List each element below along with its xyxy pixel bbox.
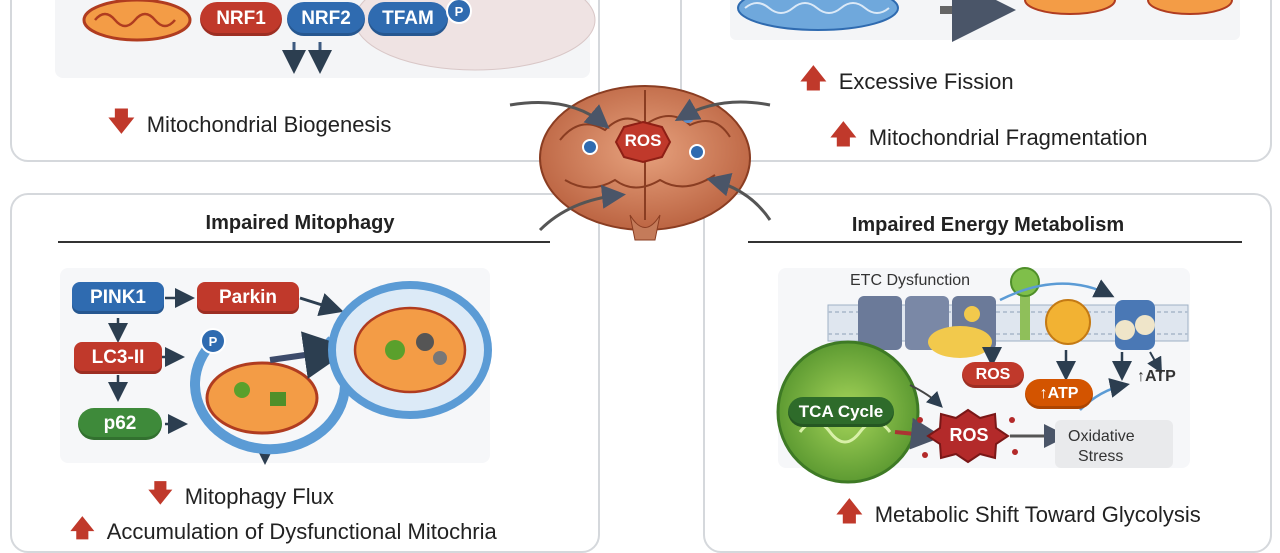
mitophagy-flux-text: Mitophagy Flux <box>184 483 334 509</box>
stress-box <box>1055 420 1173 468</box>
p62-badge: p62 <box>78 408 162 440</box>
atp-badge: ↑ATP <box>1025 379 1093 409</box>
tfam-badge: TFAM <box>368 2 448 36</box>
fragmentation-outcome: 🡅 Mitochondrial Fragmentation <box>830 116 1148 160</box>
biogenesis-outcome: 🡇 Mitochondrial Biogenesis <box>108 103 391 147</box>
energy-divider <box>748 241 1242 243</box>
brain-ros-label: ROS <box>624 131 662 150</box>
down-arrow-icon: 🡇 <box>148 480 173 507</box>
lc3-badge: LC3-II <box>74 342 162 374</box>
down-arrow-icon: 🡇 <box>108 106 135 136</box>
phospho-tag-mitophagy: P <box>200 328 226 354</box>
phospho-tag-top: P <box>446 0 472 24</box>
parkin-badge: Parkin <box>197 282 299 314</box>
brain-illustration <box>539 85 751 241</box>
damaged-mitochondrion <box>205 361 319 435</box>
mitophagy-title: Impaired Mitophagy <box>205 212 395 234</box>
brain-arrow-4 <box>706 172 772 221</box>
up-arrow-icon: 🡅 <box>800 63 827 93</box>
oxidative-label: Oxidative <box>1068 428 1135 445</box>
up-arrow-icon: 🡅 <box>836 496 863 526</box>
glycolysis-text: Metabolic Shift Toward Glycolysis <box>874 502 1201 527</box>
stress-label: Stress <box>1078 448 1124 465</box>
brain-arrow-3 <box>538 184 626 232</box>
up-arrow-icon: 🡅 <box>830 119 857 149</box>
accumulation-text: Accumulation of Dysfunctional Mitochria <box>106 518 497 544</box>
brain-arrow-1 <box>509 101 610 129</box>
ros-small-badge: ROS <box>962 362 1024 388</box>
fragmented-mito-2 <box>1147 0 1233 15</box>
energy-title: Impaired Energy Metabolism <box>851 214 1125 236</box>
atp-label: ↑ATP <box>1137 368 1176 385</box>
mitophagy-divider <box>58 241 550 243</box>
nrf2-badge: NRF2 <box>287 2 365 36</box>
biogenesis-outcome-text: Mitochondrial Biogenesis <box>146 112 392 137</box>
ros-burst-label: ROS <box>949 425 989 445</box>
glycolysis-outcome: 🡅 Metabolic Shift Toward Glycolysis <box>836 493 1201 537</box>
pink1-badge: PINK1 <box>72 282 164 314</box>
healthy-mitochondrion <box>737 0 899 31</box>
fission-outcome: 🡅 Excessive Fission <box>800 60 1014 104</box>
mitochondrion-shape <box>82 0 192 42</box>
fission-outcome-text: Excessive Fission <box>838 69 1014 94</box>
nrf1-badge: NRF1 <box>200 2 282 36</box>
accumulation-outcome: 🡅 Accumulation of Dysfunctional Mitochri… <box>70 511 497 552</box>
etc-dysfunction-label: ETC Dysfunction <box>850 272 971 289</box>
mitophagy-flux-outcome: 🡇 Mitophagy Flux <box>148 476 334 517</box>
fragmentation-outcome-text: Mitochondrial Fragmentation <box>868 125 1148 150</box>
tca-cycle-badge: TCA Cycle <box>788 397 894 427</box>
ros-burst <box>926 408 1010 464</box>
brain-arrow-2 <box>674 98 771 121</box>
fragmented-mito-1 <box>1024 0 1116 15</box>
autophagosome-inner <box>353 306 467 394</box>
up-arrow-icon: 🡅 <box>70 515 95 542</box>
